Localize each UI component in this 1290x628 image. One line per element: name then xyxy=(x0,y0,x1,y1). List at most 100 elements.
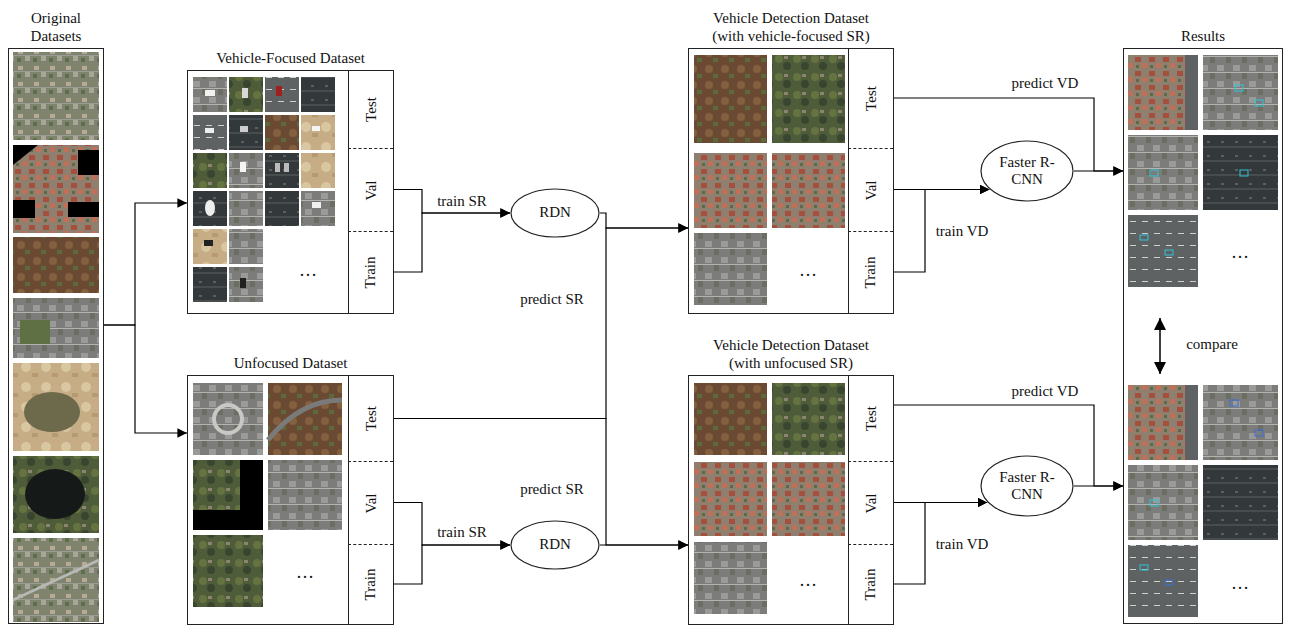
ellipse-outline xyxy=(511,189,599,237)
flow-arrow xyxy=(104,203,187,325)
box-heading: Vehicle Detection Dataset (with unfocuse… xyxy=(701,336,881,372)
vehicle-focused-tiles xyxy=(312,126,320,131)
vehicle-focused-tiles xyxy=(301,153,335,188)
compare-arrow xyxy=(1159,318,1161,374)
result-tiles xyxy=(1235,85,1243,91)
vehicle-focused-tiles xyxy=(193,191,227,226)
box-heading: Results xyxy=(1128,27,1278,45)
unfocused-tiles xyxy=(268,383,342,455)
vehicle-focused-tiles xyxy=(301,77,335,112)
vehicle-focused-tiles xyxy=(205,128,214,133)
model-ellipse: RDN xyxy=(510,520,600,570)
split-section: Train xyxy=(848,231,893,313)
split-label: Train xyxy=(863,569,880,601)
node-label: Faster R-CNN xyxy=(992,154,1062,189)
vehicle-focused-tiles xyxy=(193,115,227,150)
vd-tiles-focused xyxy=(772,153,845,228)
edge-label: predict SR xyxy=(518,481,586,498)
unfocused-tiles xyxy=(268,460,342,530)
vd-tiles-focused xyxy=(694,153,767,228)
flow-arrow xyxy=(393,190,510,214)
original-images xyxy=(13,237,99,293)
vehicle-focused-tiles xyxy=(193,229,227,264)
unfocused-tiles xyxy=(268,400,342,440)
vehicle-focused-tiles xyxy=(204,240,213,246)
ellipsis-mark: … xyxy=(1229,242,1251,263)
original-images xyxy=(13,456,99,533)
vd-tiles-unfocused xyxy=(694,383,767,455)
unfocused-tiles xyxy=(193,460,263,530)
edge-label: train VD xyxy=(934,536,991,553)
unfocused-tiles xyxy=(193,460,263,530)
vehicle-focused-tiles xyxy=(240,126,248,132)
vehicle-focused-tiles xyxy=(229,77,263,112)
unfocused-tiles xyxy=(193,535,263,607)
ellipse-outline xyxy=(981,456,1073,516)
split-section: Val xyxy=(348,148,393,231)
vehicle-focused-tiles xyxy=(193,77,227,112)
split-section: Train xyxy=(848,544,893,624)
dataset-box: Vehicle Detection Dataset (with vehicle-… xyxy=(688,48,894,314)
unfocused-tiles xyxy=(193,383,263,455)
node-label: RDN xyxy=(539,204,571,221)
vd-tiles-unfocused xyxy=(772,383,845,455)
split-label: Train xyxy=(363,569,380,601)
ellipsis-mark: … xyxy=(797,260,819,281)
vehicle-focused-tiles xyxy=(229,191,263,226)
result-tiles xyxy=(1255,100,1263,106)
vehicle-focused-tiles xyxy=(275,163,280,172)
original-images xyxy=(13,298,99,358)
original-images xyxy=(13,363,99,451)
unfocused-tiles xyxy=(193,383,342,607)
node-label: RDN xyxy=(539,536,571,553)
original-images xyxy=(20,320,50,344)
split-section: Val xyxy=(348,461,393,544)
result-tiles xyxy=(1255,430,1263,436)
vehicle-focused-tiles xyxy=(240,278,246,288)
model-ellipse: RDN xyxy=(510,188,600,238)
vd-tiles-focused xyxy=(772,55,845,143)
edge-label: train SR xyxy=(435,524,489,541)
result-tiles xyxy=(1140,235,1148,240)
edge-label: predict SR xyxy=(518,291,586,308)
original-images xyxy=(13,538,99,622)
original-images xyxy=(24,392,80,432)
vehicle-focused-tiles xyxy=(265,115,299,150)
split-label: Test xyxy=(863,406,880,431)
vehicle-focused-tiles xyxy=(229,153,263,188)
split-label: Val xyxy=(863,180,880,200)
flow-arrow xyxy=(393,503,510,546)
split-section: Test xyxy=(348,376,393,461)
result-tiles xyxy=(1203,385,1278,460)
result-tiles xyxy=(1165,580,1173,585)
split-section: Train xyxy=(348,544,393,624)
ellipsis-mark: … xyxy=(297,260,319,281)
split-section: Test xyxy=(848,376,893,461)
vehicle-focused-tiles xyxy=(301,115,335,150)
vehicle-focused-tiles xyxy=(242,88,248,98)
edge-label: predict VD xyxy=(1010,383,1081,400)
vehicle-focused-tiles xyxy=(301,191,335,226)
dataset-box: Vehicle Detection Dataset (with unfocuse… xyxy=(688,375,894,625)
split-section: Val xyxy=(848,148,893,231)
result-tiles xyxy=(1165,250,1173,255)
result-tiles xyxy=(1203,465,1278,540)
node-label: Faster R-CNN xyxy=(992,469,1062,504)
box-heading: Original Datasets xyxy=(8,9,104,45)
flow-arrow xyxy=(600,213,688,228)
vd-tiles-unfocused xyxy=(694,383,845,614)
result-tiles xyxy=(1150,500,1158,506)
result-tiles xyxy=(1128,465,1198,540)
ellipse-outline xyxy=(981,141,1073,201)
result-tiles xyxy=(1128,55,1278,617)
vehicle-focused-tiles xyxy=(265,191,299,226)
unfocused-tiles xyxy=(214,405,242,433)
ellipsis-mark: … xyxy=(797,570,819,591)
split-label: Val xyxy=(363,180,380,200)
vehicle-focused-tiles xyxy=(193,153,227,188)
vehicle-focused-tiles xyxy=(205,200,215,216)
result-tiles xyxy=(1128,215,1198,287)
original-images xyxy=(13,145,99,233)
split-label: Test xyxy=(363,406,380,431)
